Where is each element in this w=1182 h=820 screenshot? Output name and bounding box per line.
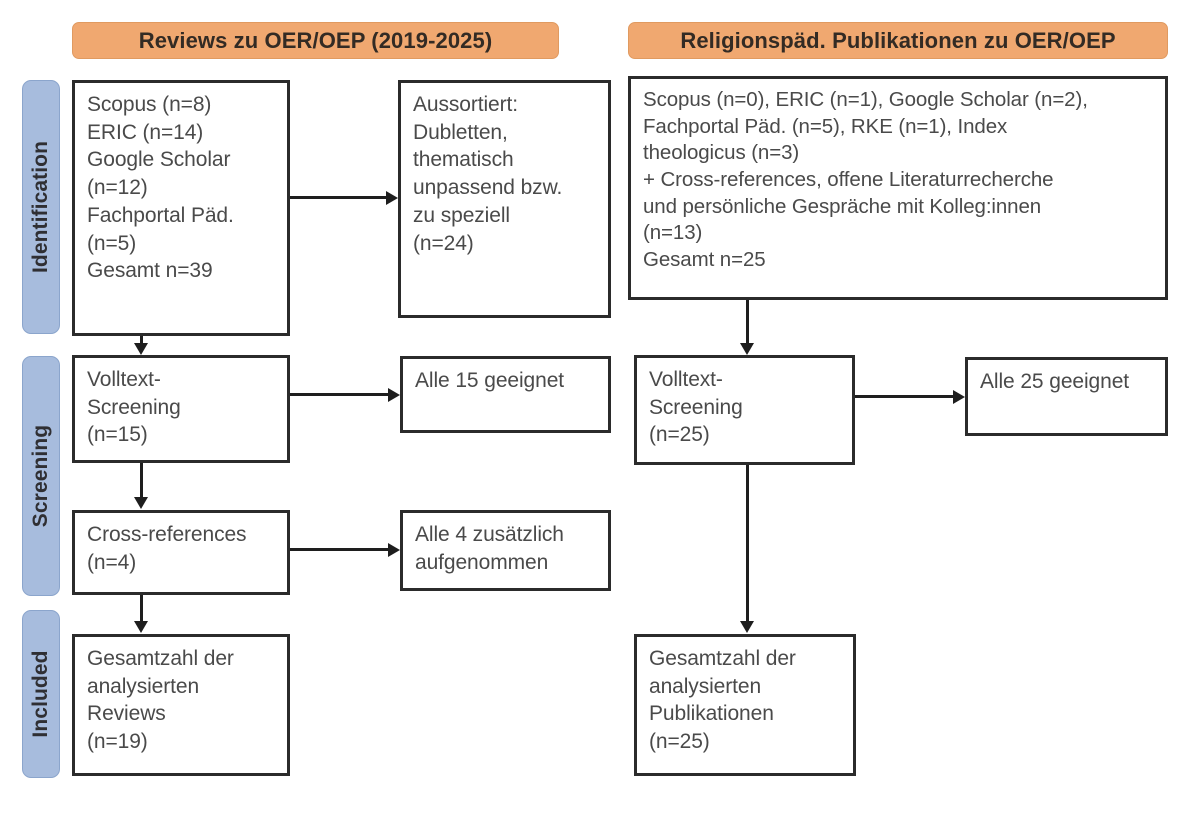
box-right-included-total: Gesamtzahl der analysierten Publikatione… — [634, 634, 856, 776]
connector-right-fulltext-to-suitable — [855, 395, 953, 398]
box-left-crossrefs: Cross-references (n=4) — [72, 510, 290, 595]
arrowhead-left-sources-to-fulltext — [134, 343, 148, 355]
arrowhead-left-fulltext-to-suitable — [388, 388, 400, 402]
arrowhead-left-crossrefs-to-added — [388, 543, 400, 557]
box-left-excluded-text: Aussortiert: Dubletten, thematisch unpas… — [413, 93, 563, 255]
connector-left-fulltext-to-suitable — [290, 393, 388, 396]
arrowhead-right-sources-to-fulltext — [740, 343, 754, 355]
arrowhead-left-sources-to-excluded — [386, 191, 398, 205]
stage-pill-included: Included — [22, 610, 60, 778]
arrowhead-left-fulltext-to-crossrefs — [134, 497, 148, 509]
box-left-all-suitable: Alle 15 geeignet — [400, 356, 611, 433]
box-left-sources-text: Scopus (n=8) ERIC (n=14) Google Scholar … — [87, 93, 234, 283]
box-left-sources: Scopus (n=8) ERIC (n=14) Google Scholar … — [72, 80, 290, 336]
box-right-fulltext-screening: Volltext- Screening (n=25) — [634, 355, 855, 465]
box-right-all-suitable-text: Alle 25 geeignet — [980, 370, 1130, 393]
box-right-all-suitable: Alle 25 geeignet — [965, 357, 1168, 436]
box-right-sources-text: Scopus (n=0), ERIC (n=1), Google Scholar… — [643, 88, 1088, 271]
column-header-religionspaed-label: Religionspäd. Publikationen zu OER/OEP — [680, 27, 1116, 53]
stage-label-identification: Identification — [29, 140, 52, 274]
connector-left-fulltext-to-crossrefs — [140, 463, 143, 498]
connector-left-sources-to-excluded — [290, 196, 386, 199]
box-left-excluded: Aussortiert: Dubletten, thematisch unpas… — [398, 80, 611, 318]
box-right-fulltext-screening-text: Volltext- Screening (n=25) — [649, 368, 743, 447]
box-left-all-added: Alle 4 zusätzlich aufgenommen — [400, 510, 611, 591]
arrowhead-right-fulltext-to-suitable — [953, 390, 965, 404]
column-header-reviews-label: Reviews zu OER/OEP (2019-2025) — [138, 27, 493, 53]
arrowhead-right-fulltext-to-included — [740, 621, 754, 633]
stage-label-screening: Screening — [29, 424, 52, 528]
connector-left-sources-to-fulltext — [140, 336, 143, 344]
column-header-religionspaed: Religionspäd. Publikationen zu OER/OEP — [628, 22, 1168, 59]
box-left-included-total: Gesamtzahl der analysierten Reviews (n=1… — [72, 634, 290, 776]
column-header-reviews: Reviews zu OER/OEP (2019-2025) — [72, 22, 559, 59]
box-right-sources: Scopus (n=0), ERIC (n=1), Google Scholar… — [628, 76, 1168, 300]
connector-right-sources-to-fulltext — [746, 300, 749, 344]
stage-pill-identification: Identification — [22, 80, 60, 334]
stage-pill-screening: Screening — [22, 356, 60, 596]
box-left-crossrefs-text: Cross-references (n=4) — [87, 523, 247, 574]
box-left-fulltext-screening-text: Volltext- Screening (n=15) — [87, 368, 181, 447]
box-left-fulltext-screening: Volltext- Screening (n=15) — [72, 355, 290, 463]
arrowhead-left-crossrefs-to-included — [134, 621, 148, 633]
box-right-included-total-text: Gesamtzahl der analysierten Publikatione… — [649, 647, 796, 754]
stage-label-included: Included — [29, 650, 52, 738]
connector-right-fulltext-to-included — [746, 465, 749, 622]
box-left-all-suitable-text: Alle 15 geeignet — [415, 369, 565, 392]
box-left-all-added-text: Alle 4 zusätzlich aufgenommen — [415, 523, 564, 574]
box-left-included-total-text: Gesamtzahl der analysierten Reviews (n=1… — [87, 647, 234, 754]
connector-left-crossrefs-to-added — [290, 548, 388, 551]
connector-left-crossrefs-to-included — [140, 595, 143, 622]
